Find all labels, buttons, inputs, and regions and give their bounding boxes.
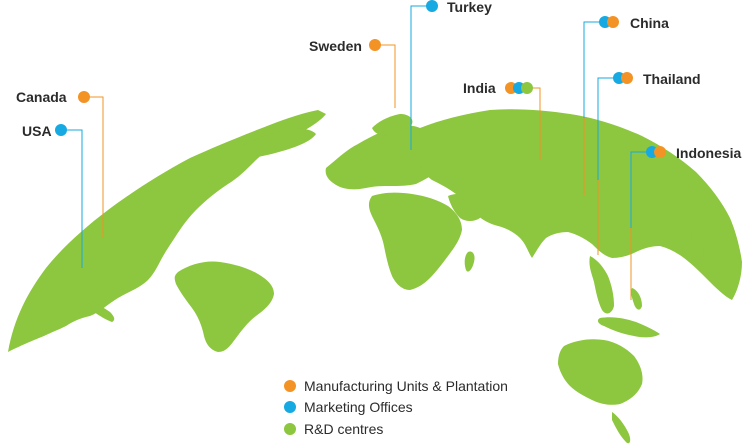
legend-label: Marketing Offices <box>304 399 413 416</box>
marker-thailand-manufacturing <box>621 72 633 84</box>
leader-line-usa <box>61 129 83 268</box>
marker-indonesia-manufacturing <box>654 146 666 158</box>
legend-item-rnd: R&D centres <box>284 418 508 440</box>
greenland-landmass <box>235 128 316 158</box>
madagascar-landmass <box>464 251 475 272</box>
philippines-islands <box>631 288 642 310</box>
australia-landmass <box>558 339 643 405</box>
marker-india-rnd <box>521 82 533 94</box>
new-zealand-landmass <box>612 412 631 444</box>
leader-line-sweden <box>375 44 396 108</box>
legend-label: R&D centres <box>304 420 384 437</box>
leader-line-thailand <box>597 77 619 180</box>
map-legend: Manufacturing Units & Plantation Marketi… <box>284 375 508 440</box>
marker-usa-marketing <box>55 124 67 136</box>
label-india: India <box>463 80 496 96</box>
label-indonesia: Indonesia <box>676 145 742 161</box>
southeast-asia-landmass <box>589 256 614 314</box>
label-usa: USA <box>22 123 52 139</box>
central-america-landmass <box>88 300 115 322</box>
location-markers <box>55 0 666 158</box>
legend-item-manufacturing: Manufacturing Units & Plantation <box>284 375 508 397</box>
label-canada: Canada <box>16 89 67 105</box>
marker-canada-manufacturing <box>78 91 90 103</box>
europe-landmass <box>325 125 441 190</box>
legend-item-marketing: Marketing Offices <box>284 397 508 419</box>
japan-landmass <box>691 232 704 260</box>
africa-landmass <box>368 192 462 290</box>
scandinavia-landmass <box>372 114 413 136</box>
north-america-landmass <box>8 110 326 352</box>
label-thailand: Thailand <box>643 71 701 87</box>
leader-line-turkey <box>410 5 432 150</box>
rnd-dot-icon <box>284 422 296 435</box>
label-turkey: Turkey <box>447 0 492 15</box>
leader-line-china <box>583 21 605 118</box>
leader-line-indonesia <box>630 151 652 228</box>
indonesia-islands <box>597 317 660 338</box>
manufacturing-dot-icon <box>284 379 296 392</box>
marker-china-manufacturing <box>607 16 619 28</box>
marker-sweden-manufacturing <box>369 39 381 51</box>
leader-line-canada <box>84 96 104 238</box>
label-china: China <box>630 15 669 31</box>
marketing-dot-icon <box>284 401 296 414</box>
legend-label: Manufacturing Units & Plantation <box>304 377 508 394</box>
marker-turkey-marketing <box>426 0 438 12</box>
label-sweden: Sweden <box>309 38 362 54</box>
south-america-landmass <box>174 261 274 352</box>
